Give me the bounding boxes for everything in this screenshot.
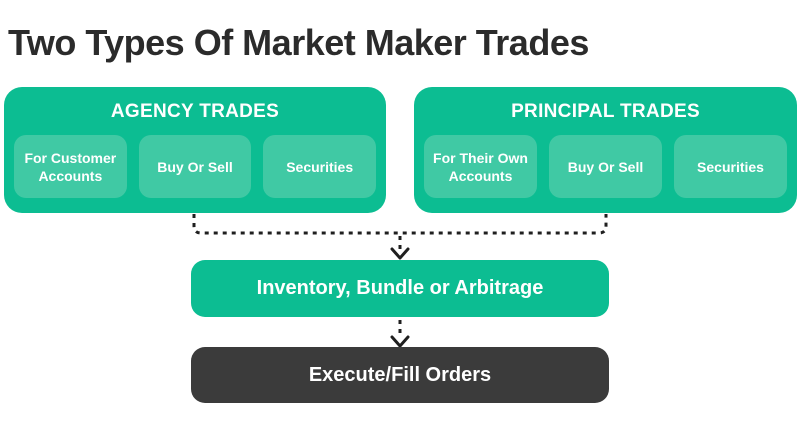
chip-row: For Their Own Accounts Buy Or Sell Secur… [424,135,787,198]
chip-buy-or-sell: Buy Or Sell [549,135,662,198]
chip-for-customer-accounts: For Customer Accounts [14,135,127,198]
merge-bracket-path [192,214,608,235]
chip-label: For Customer Accounts [24,149,117,184]
arrow-down-icon [390,335,410,348]
merge-box-label: Inventory, Bundle or Arbitrage [256,277,544,299]
chip-label: Buy Or Sell [567,158,644,175]
panel-heading: PRINCIPAL TRADES [511,101,700,122]
chip-row: For Customer Accounts Buy Or Sell Securi… [14,135,377,198]
inventory-bundle-arbitrage-box: Inventory, Bundle or Arbitrage [191,260,609,317]
panel-agency-trades: AGENCY TRADES For Customer Accounts Buy … [4,87,386,213]
panel-heading: AGENCY TRADES [110,101,280,122]
chip-label: Securities [697,158,764,175]
chip-for-their-own-accounts: For Their Own Accounts [424,135,537,198]
chip-label: For Their Own Accounts [433,149,528,184]
arrow-down-icon [390,247,410,260]
chip-buy-or-sell: Buy Or Sell [138,135,252,198]
execute-fill-orders-box: Execute/Fill Orders [191,347,609,403]
panel-principal-trades: PRINCIPAL TRADES For Their Own Accounts … [414,87,797,213]
chip-securities: Securities [674,135,787,198]
chip-label: Securities [286,158,354,175]
chip-label: Buy Or Sell [157,158,233,175]
page-title: Two Types Of Market Maker Trades [8,22,589,63]
chip-securities: Securities [263,135,377,198]
final-box-label: Execute/Fill Orders [308,363,492,386]
